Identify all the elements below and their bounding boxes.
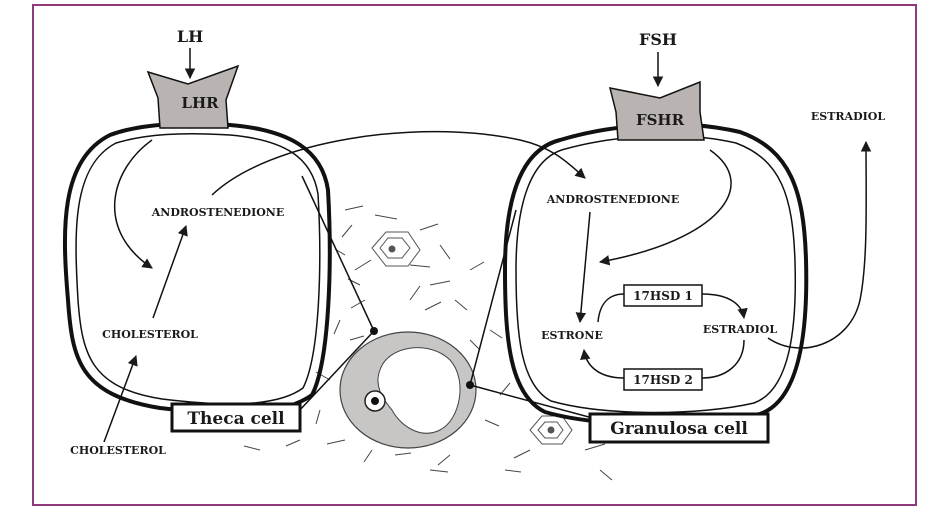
lh-receptor: LHR — [148, 66, 238, 128]
cholesterol-to-androstenedione-arrow — [153, 226, 186, 318]
outer-cholesterol-label: CHOLESTEROL — [70, 444, 166, 457]
granulosa-cell-label-box: Granulosa cell — [590, 414, 768, 442]
secreted-estradiol-label: ESTRADIOL — [811, 110, 885, 123]
granulosa-androstenedione-label: ANDROSTENEDIONE — [546, 193, 680, 206]
theca-cell-membrane — [65, 124, 330, 413]
estrone-label: ESTRONE — [541, 329, 603, 342]
fsh-label: FSH — [639, 30, 677, 49]
enzyme2-to-estrone-arrow — [584, 350, 624, 378]
lhr-label: LHR — [181, 94, 219, 112]
enzyme-17hsd2-label: 17HSD 2 — [633, 373, 693, 387]
theca-cell-label: Theca cell — [187, 409, 285, 429]
enzyme1-to-estradiol-arrow — [702, 294, 744, 318]
estradiol-to-enzyme2-line — [702, 340, 744, 378]
theca-androstenedione-label: ANDROSTENEDIONE — [151, 206, 285, 219]
granulosa-estradiol-label: ESTRADIOL — [703, 323, 777, 336]
cholesterol-uptake-arrow — [104, 356, 136, 442]
lhr-signal-arrow — [115, 140, 152, 268]
granulosa-cell-label: Granulosa cell — [610, 419, 748, 439]
central-follicle — [340, 332, 476, 448]
theca-focus-dot — [370, 327, 378, 335]
pathway-arrows — [104, 132, 866, 442]
enzyme-17hsd1-box: 17HSD 1 — [624, 285, 702, 306]
fshr-label: FSHR — [636, 111, 685, 129]
lh-label: LH — [177, 27, 203, 46]
theca-cholesterol-label: CHOLESTEROL — [102, 328, 198, 341]
stroma-follicle-lower — [530, 416, 572, 444]
enzyme-17hsd1-label: 17HSD 1 — [633, 289, 693, 303]
estrone-to-enzyme1-line — [598, 294, 624, 322]
fsh-receptor: FSHR — [610, 82, 704, 140]
estradiol-secretion-arrow — [768, 142, 866, 348]
granulosa-focus-dot — [466, 381, 474, 389]
stroma-follicle-upper — [372, 232, 420, 266]
androstenedione-to-estrone-arrow — [580, 212, 590, 322]
enzyme-17hsd2-box: 17HSD 2 — [624, 369, 702, 390]
theca-cell-label-box: Theca cell — [172, 404, 300, 431]
fshr-signal-arrow — [600, 150, 731, 262]
